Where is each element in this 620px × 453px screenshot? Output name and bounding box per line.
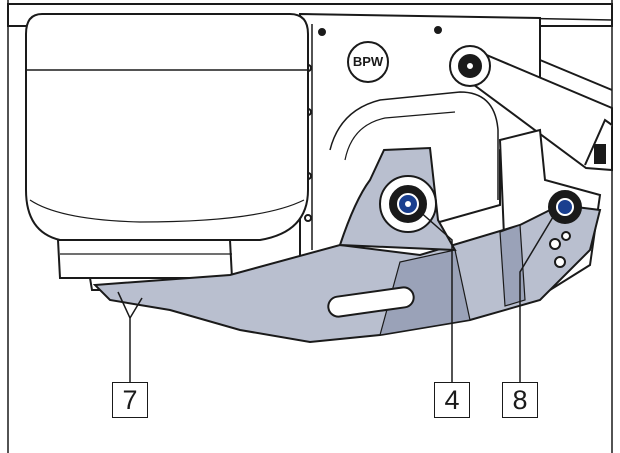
bpw-logo: BPW [347, 41, 389, 83]
leader-8 [519, 211, 557, 382]
callout-4: 4 [434, 382, 470, 418]
shock-lower-bolt [548, 190, 582, 224]
svg-text:BPW: BPW [353, 54, 384, 69]
air-spring [25, 13, 309, 291]
shock-absorber [449, 45, 613, 172]
callout-7: 7 [112, 382, 148, 418]
leader-lines [117, 209, 557, 382]
callout-4-label: 4 [444, 384, 460, 415]
callout-8-label: 8 [512, 384, 528, 415]
leader-4 [417, 209, 453, 382]
pivot-bolt [379, 175, 437, 233]
leader-7 [117, 291, 131, 382]
callout-7-label: 7 [122, 384, 138, 415]
leader-7b [129, 297, 143, 319]
callout-8: 8 [502, 382, 538, 418]
